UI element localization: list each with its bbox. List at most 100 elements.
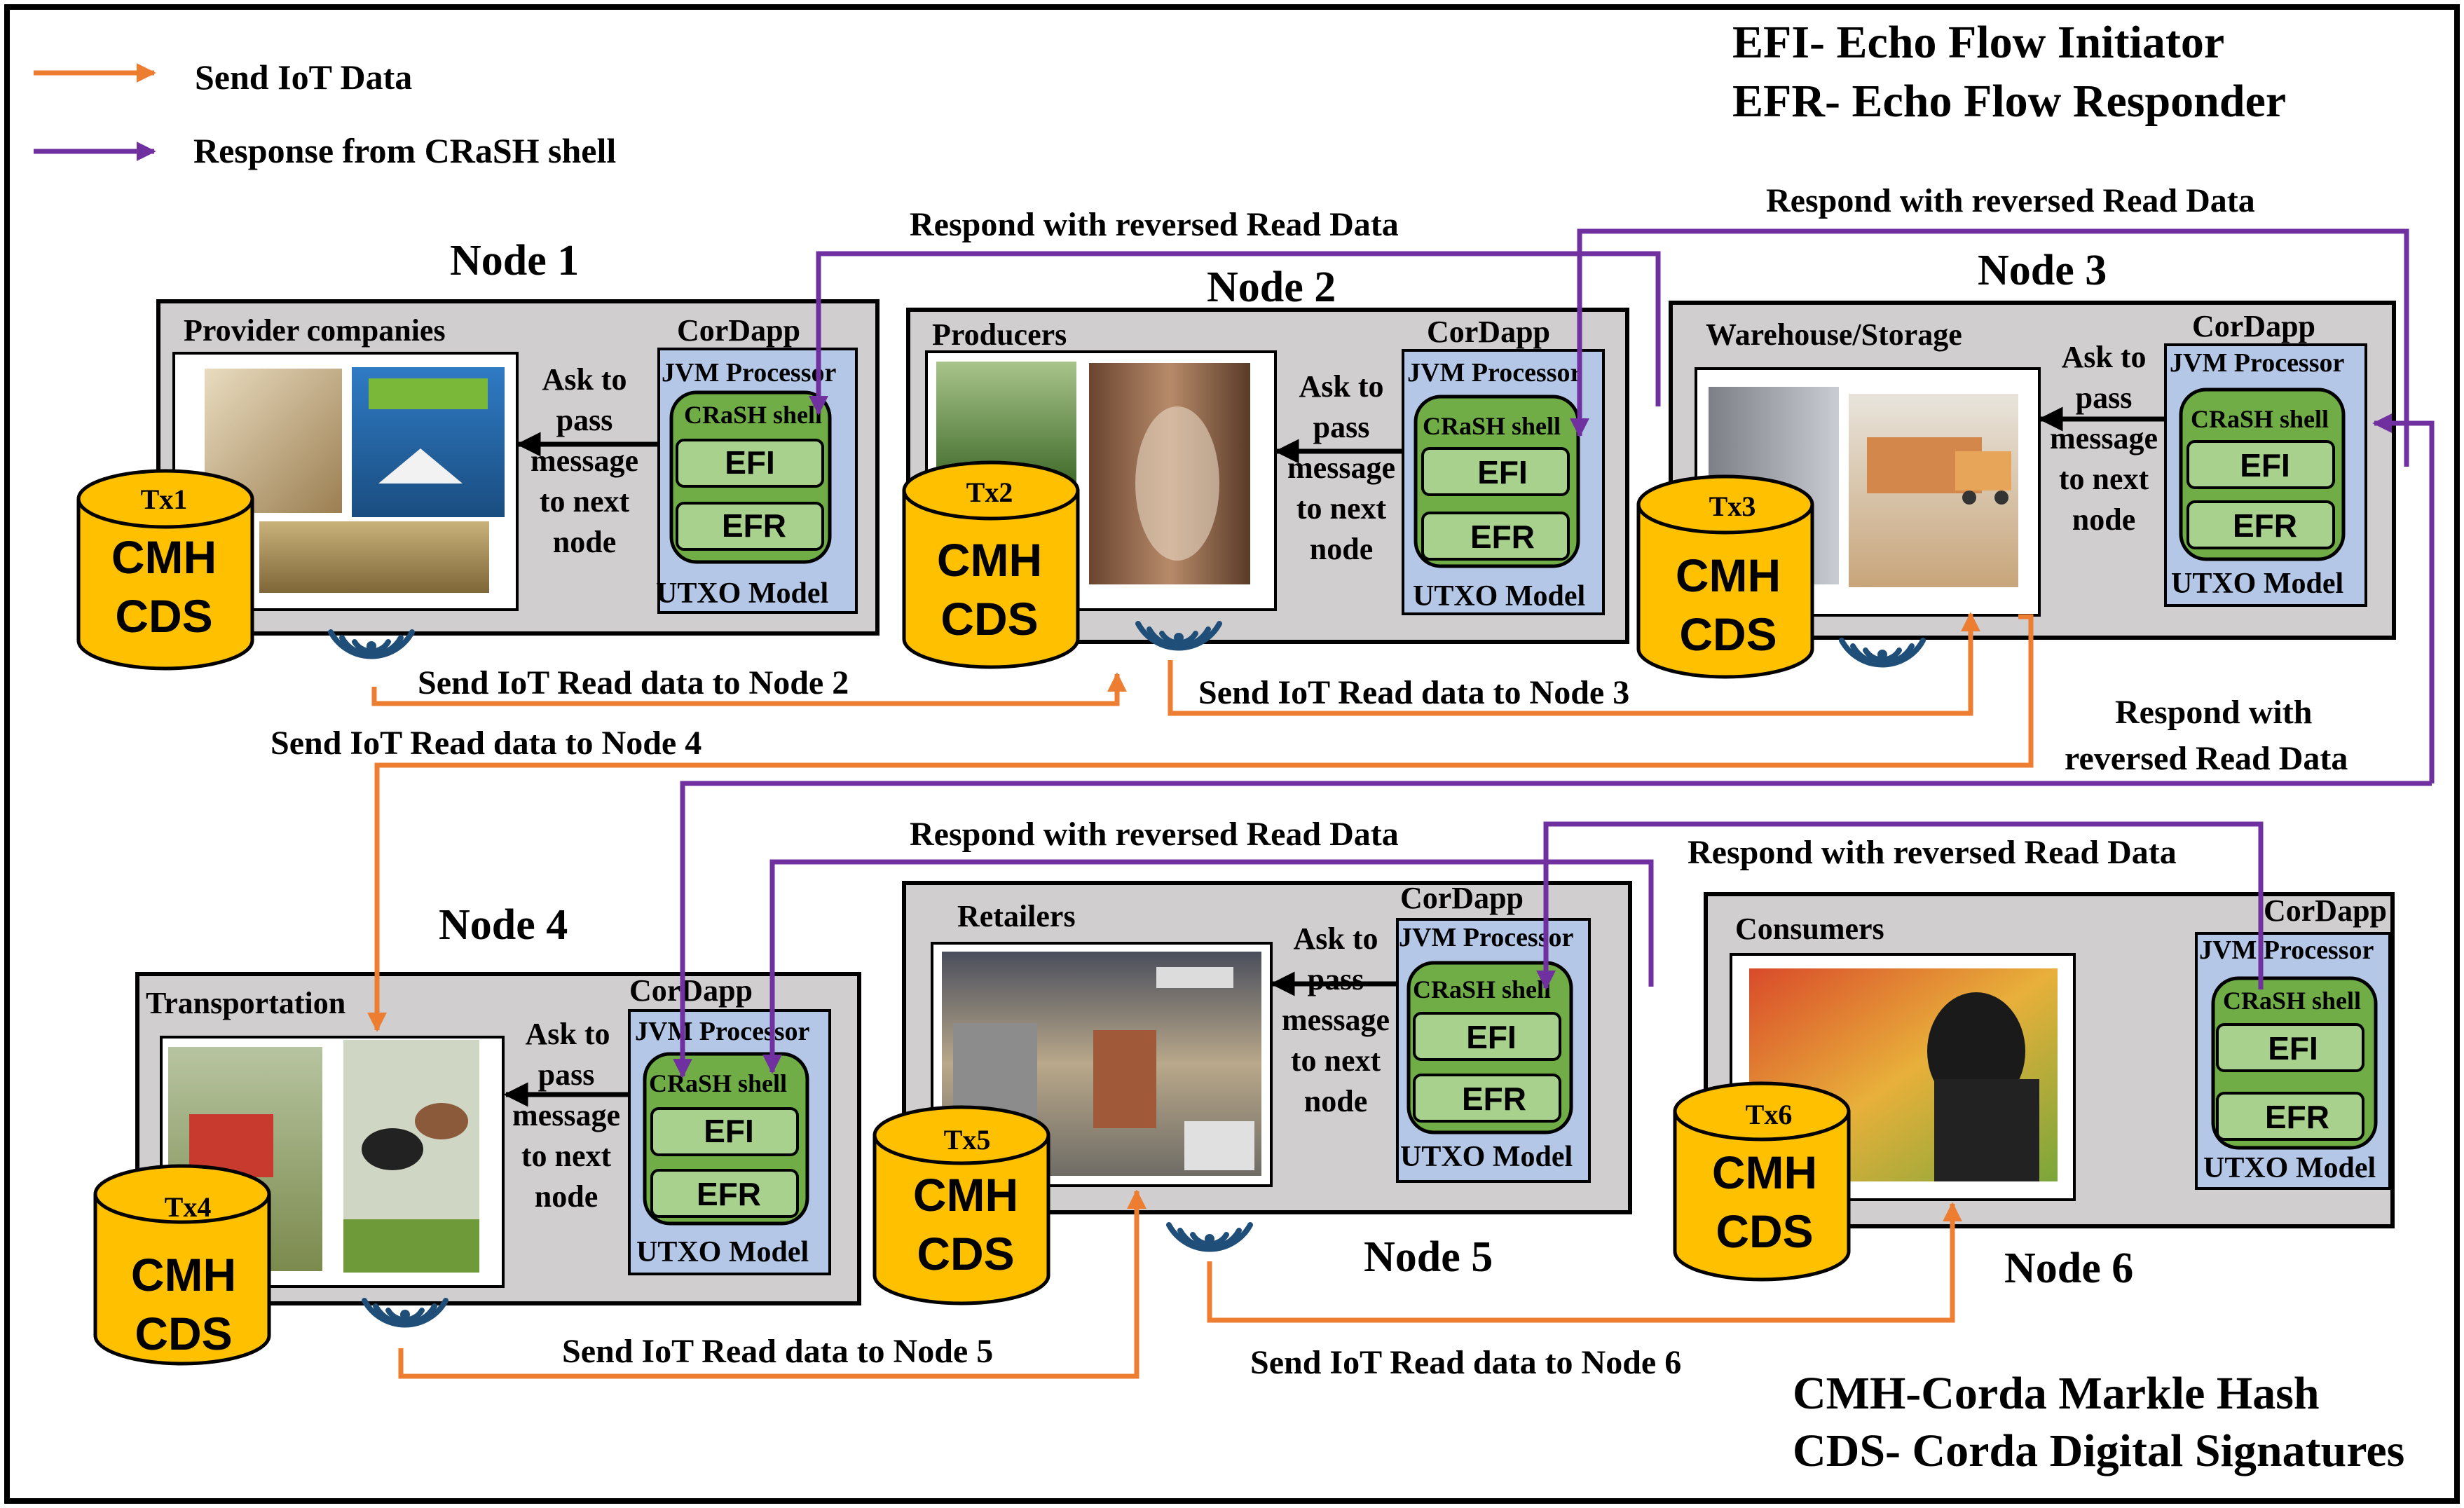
- jvm-label: JVM Processor: [2199, 935, 2374, 965]
- efr-label: EFR: [1470, 519, 1535, 555]
- db-cds: CDS: [917, 1228, 1014, 1280]
- jvm-label: JVM Processor: [1407, 358, 1582, 388]
- label-resp-5: Respond with reversed Read Data: [1688, 834, 2177, 871]
- svg-text:node: node: [553, 525, 616, 559]
- ask-text: Ask to pass message to next node: [2050, 340, 2158, 537]
- efi-box: [676, 439, 824, 488]
- efi-box: [1413, 1012, 1561, 1061]
- node-role: Warehouse/Storage: [1706, 317, 1962, 352]
- efr-label: EFR: [2233, 507, 2297, 544]
- node-4: Node 4 Transportation Ask to pass messag…: [93, 901, 861, 1366]
- svg-text:to next: to next: [521, 1139, 612, 1173]
- utxo-label: UTXO Model: [636, 1236, 809, 1268]
- resp-n2-to-n1: [809, 251, 1661, 416]
- tx-label: Tx3: [1709, 491, 1756, 522]
- resp-n4-upper: [673, 781, 2432, 1078]
- efi-label: EFI: [704, 1113, 754, 1149]
- abbr-cds: CDS- Corda Digital Signatures: [1793, 1425, 2404, 1476]
- resp-n6-to-n5: [1536, 821, 2264, 990]
- svg-text:pass: pass: [2076, 381, 2133, 415]
- svg-text:Ask to: Ask to: [1299, 369, 1383, 404]
- db-cmh: CMH: [1676, 549, 1781, 601]
- utxo-label: UTXO Model: [2171, 568, 2343, 600]
- legend-response-label: Response from CRaSH shell: [193, 131, 616, 170]
- utxo-label: UTXO Model: [2203, 1152, 2376, 1184]
- label-resp-3a: Respond with: [2115, 694, 2312, 731]
- efr-label: EFR: [722, 507, 786, 544]
- svg-text:message: message: [512, 1098, 620, 1132]
- jvm-label: JVM Processor: [2170, 348, 2345, 378]
- database-cylinder: Tx4 CMH CDS: [93, 1164, 271, 1366]
- abbr-efi: EFI- Echo Flow Initiator: [1732, 17, 2224, 68]
- wifi-icon: [1166, 1222, 1253, 1252]
- efi-label: EFI: [2240, 447, 2290, 484]
- tx-label: Tx5: [944, 1124, 991, 1156]
- cordapp-title: CorDapp: [2192, 309, 2315, 343]
- svg-text:Ask to: Ask to: [525, 1017, 610, 1051]
- crash-label: CRaSH shell: [2223, 987, 2361, 1015]
- flow-n3-to-n4: [367, 614, 2034, 1032]
- svg-text:message: message: [1282, 1003, 1390, 1037]
- db-cds: CDS: [135, 1308, 232, 1359]
- efr-box: [1421, 512, 1570, 561]
- tx-label: Tx4: [165, 1191, 212, 1223]
- label-resp-1: Respond with reversed Read Data: [910, 206, 1399, 243]
- node-role: Provider companies: [184, 313, 446, 348]
- svg-text:node: node: [535, 1179, 598, 1214]
- jvm-label: JVM Processor: [662, 358, 837, 388]
- efi-box: [1421, 447, 1570, 496]
- node-3: Node 3 Warehouse/Storage Ask to pass mes…: [1636, 247, 2396, 679]
- node-role: Producers: [932, 317, 1067, 352]
- node-role: Transportation: [146, 986, 345, 1020]
- svg-text:node: node: [1310, 532, 1373, 566]
- wifi-icon: [1839, 638, 1926, 668]
- crash-label: CRaSH shell: [1423, 412, 1561, 440]
- ask-text: Ask to pass message to next node: [1282, 921, 1390, 1118]
- legend-send-iot-label: Send IoT Data: [195, 57, 412, 97]
- abbr-cmh: CMH-Corda Markle Hash: [1793, 1368, 2320, 1419]
- svg-text:pass: pass: [1313, 410, 1370, 444]
- utxo-label: UTXO Model: [656, 577, 828, 610]
- photo-icon: [936, 362, 1250, 584]
- svg-text:Ask to: Ask to: [542, 362, 627, 397]
- node-role: Consumers: [1735, 912, 1884, 946]
- efr-label: EFR: [697, 1176, 761, 1212]
- efi-box: [2216, 1023, 2364, 1072]
- flow-n2-to-n3: [1168, 612, 1980, 716]
- cordapp-title: CorDapp: [1427, 315, 1550, 349]
- purple-flows: [673, 228, 2435, 1078]
- label-resp-4: Respond with reversed Read Data: [910, 816, 1399, 853]
- database-cylinder: Tx3 CMH CDS: [1636, 474, 1814, 679]
- label-send-n5: Send IoT Read data to Node 5: [562, 1333, 993, 1370]
- jvm-label: JVM Processor: [635, 1017, 810, 1046]
- resp-n3-to-n2: [1570, 228, 2409, 467]
- svg-text:to next: to next: [1291, 1043, 1381, 1078]
- db-cmh: CMH: [937, 534, 1042, 586]
- efi-label: EFI: [725, 444, 775, 481]
- database-cylinder: Tx6 CMH CDS: [1673, 1081, 1851, 1282]
- svg-text:node: node: [2072, 502, 2135, 537]
- crash-label: CRaSH shell: [684, 401, 822, 429]
- node-title: Node 1: [450, 237, 579, 285]
- svg-text:message: message: [2050, 421, 2158, 455]
- efr-box: [650, 1169, 799, 1218]
- db-cmh: CMH: [913, 1169, 1018, 1221]
- node-6: Consumers CorDapp JVM Processor CRaSH sh…: [1673, 892, 2395, 1292]
- db-cds: CDS: [1716, 1205, 1813, 1257]
- node-role: Retailers: [957, 899, 1076, 933]
- svg-text:message: message: [1287, 451, 1395, 485]
- label-resp-3b: reversed Read Data: [2065, 740, 2348, 777]
- cordapp-title: CorDapp: [629, 973, 753, 1008]
- node-5: Retailers Ask to pass message to next no…: [872, 881, 1632, 1305]
- svg-text:Ask to: Ask to: [2061, 340, 2146, 374]
- database-cylinder: Tx5 CMH CDS: [872, 1105, 1050, 1305]
- crash-label: CRaSH shell: [1413, 975, 1551, 1003]
- db-cmh: CMH: [1712, 1146, 1817, 1198]
- node-2: Node 2 Producers Ask to pass message to …: [902, 263, 1629, 669]
- db-cds: CDS: [940, 593, 1038, 645]
- label-send-n6: Send IoT Read data to Node 6: [1250, 1344, 1681, 1381]
- ask-text: Ask to pass message to next node: [1287, 369, 1395, 566]
- node-1: Node 1 Provider companies Ask to pass me…: [76, 237, 879, 671]
- svg-text:to next: to next: [1296, 491, 1387, 526]
- svg-text:node: node: [1304, 1084, 1367, 1118]
